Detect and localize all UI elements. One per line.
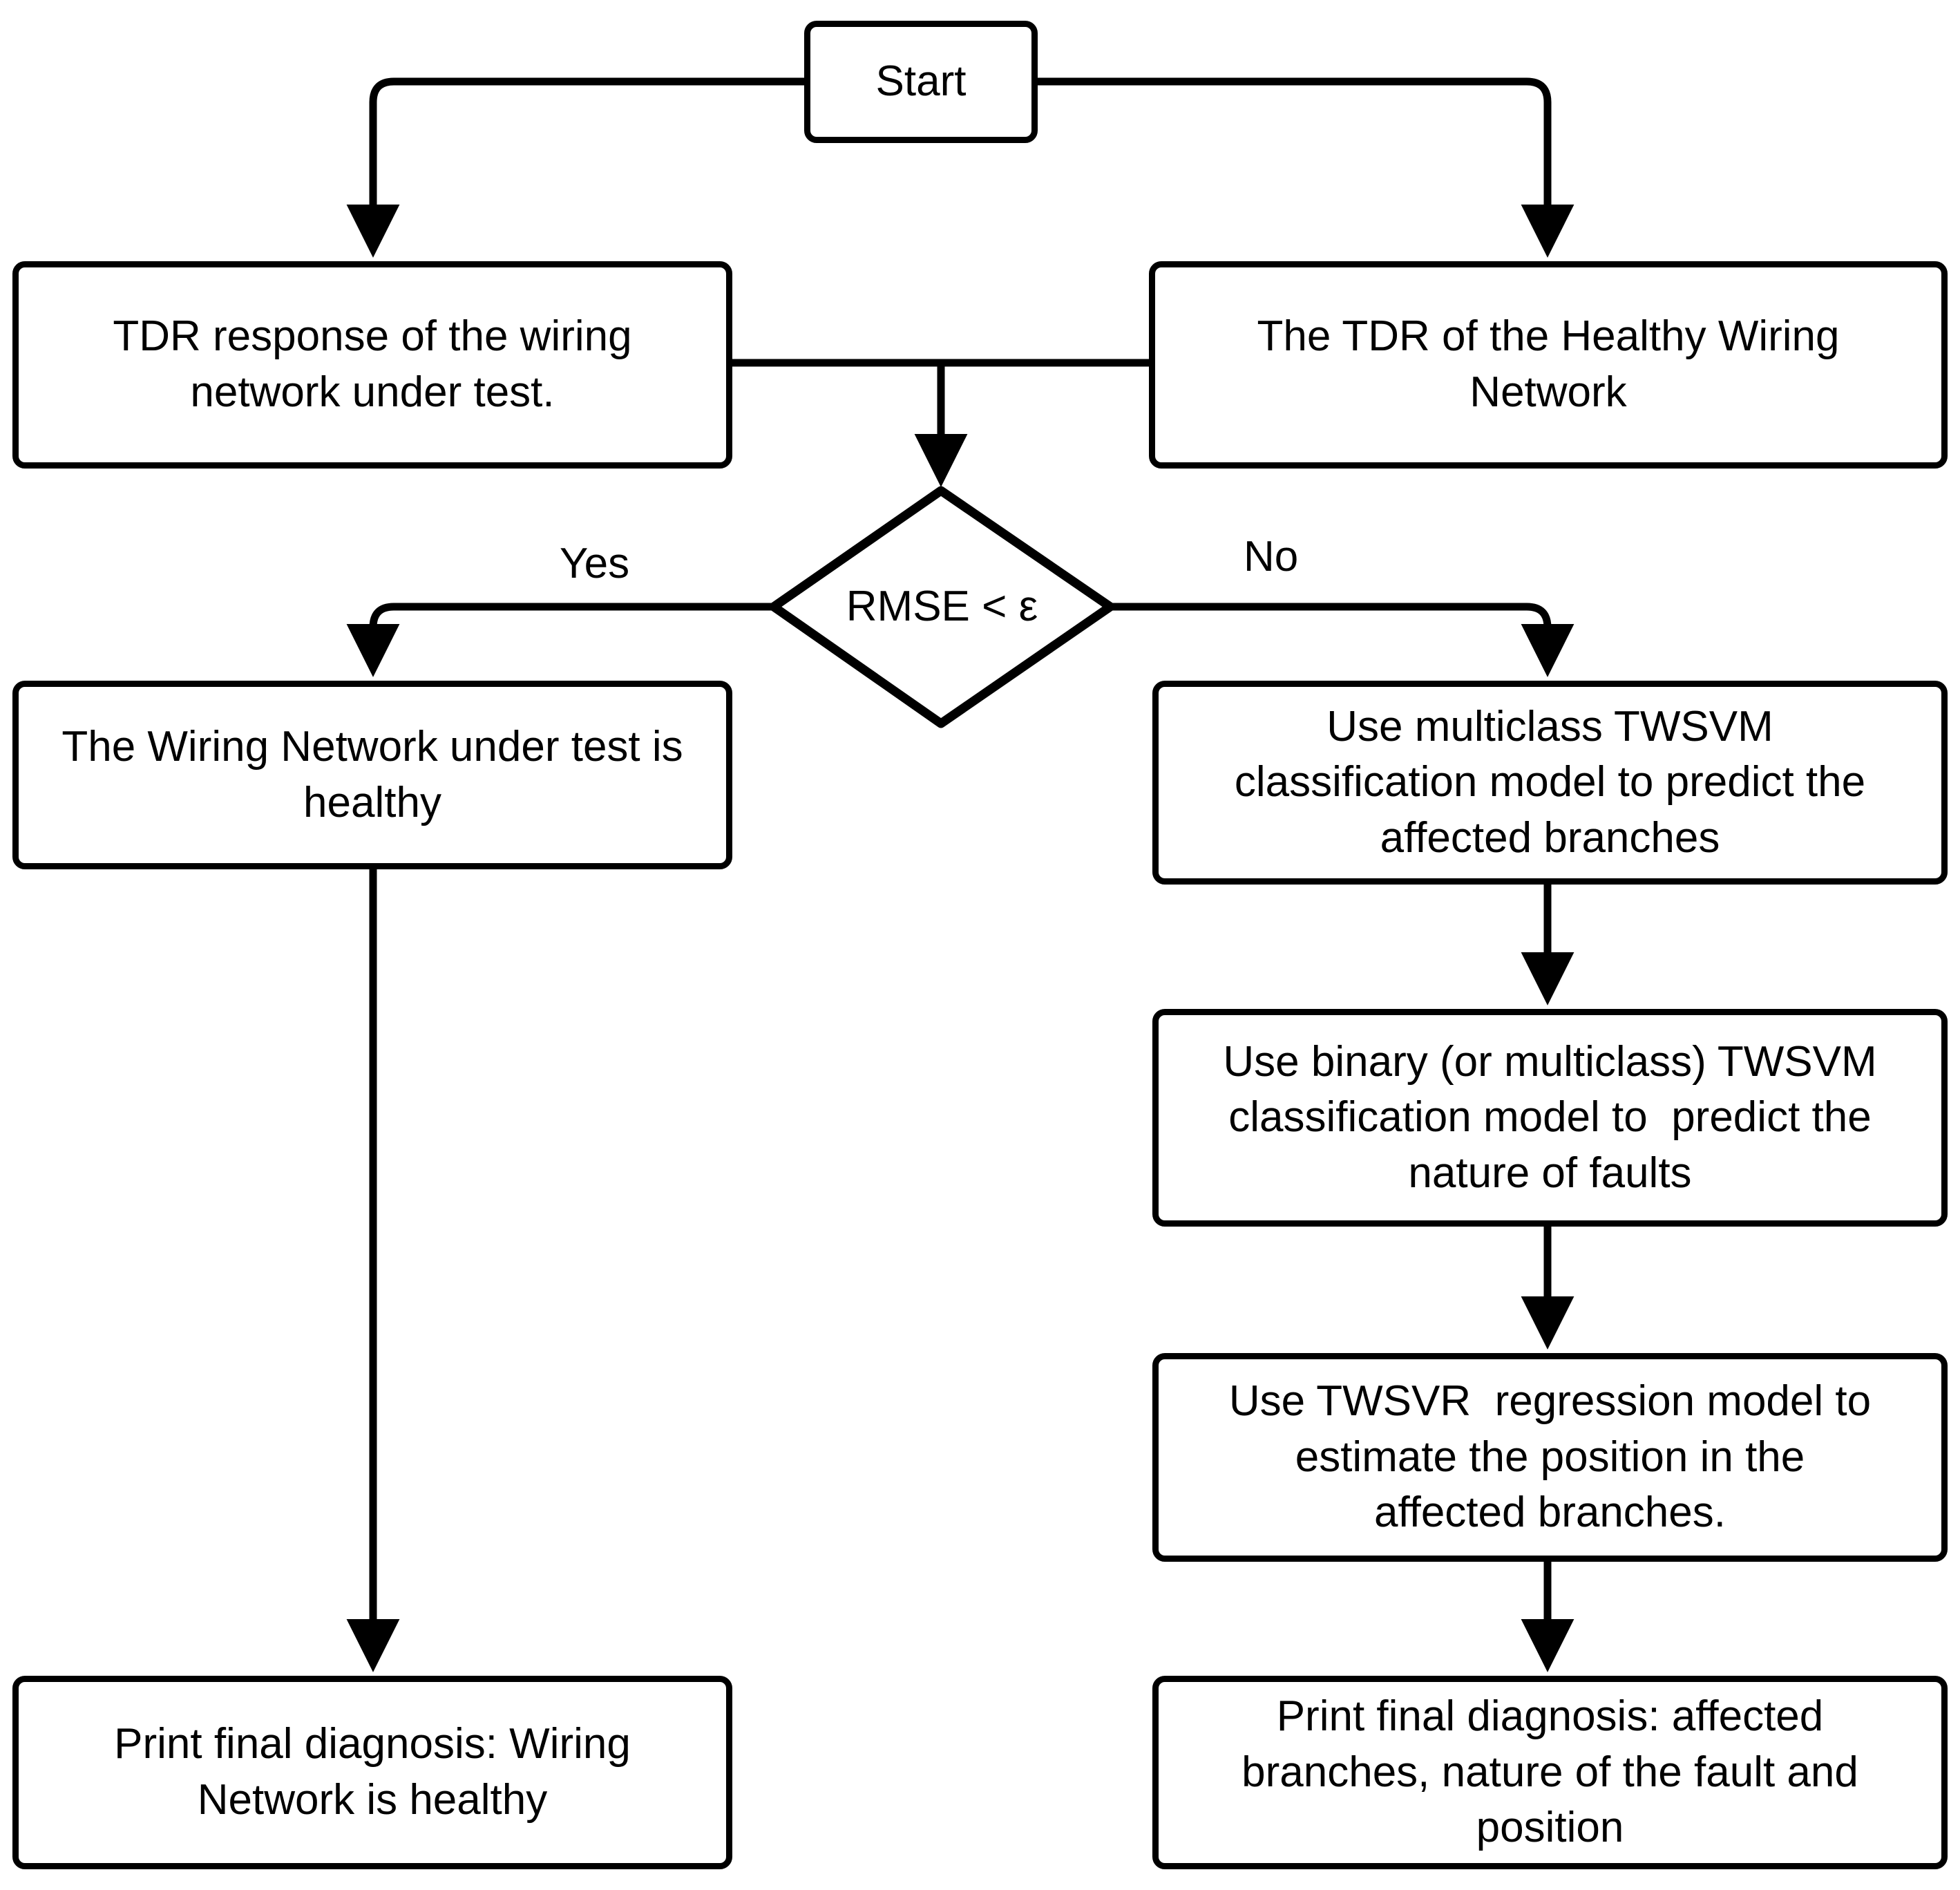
edge-label-yes: Yes: [560, 539, 629, 588]
node-print-fault[interactable]: Print final diagnosis: affected branches…: [1152, 1676, 1948, 1869]
node-print-healthy[interactable]: Print final diagnosis: Wiring Network is…: [12, 1676, 732, 1869]
node-start-label: Start: [875, 57, 967, 106]
node-start[interactable]: Start: [804, 21, 1038, 143]
node-print-healthy-label: Print final diagnosis: Wiring Network is…: [114, 1720, 631, 1824]
node-twsvr-regression[interactable]: Use TWSVR regression model to estimate t…: [1152, 1353, 1948, 1562]
node-decision-label: RMSE < ε: [846, 583, 1038, 630]
edge-start-to-tdr-under-test: [346, 77, 804, 258]
node-twsvr-regression-label: Use TWSVR regression model to estimate t…: [1228, 1377, 1872, 1537]
node-tdr-under-test[interactable]: TDR response of the wiring network under…: [12, 261, 732, 469]
node-binary-twsvm[interactable]: Use binary (or multiclass) TWSVM classif…: [1152, 1009, 1948, 1227]
edge-label-no-text: No: [1244, 533, 1299, 580]
node-healthy-result[interactable]: The Wiring Network under test is healthy: [12, 681, 732, 869]
node-decision[interactable]: RMSE < ε: [774, 580, 1110, 633]
node-tdr-under-test-label: TDR response of the wiring network under…: [113, 312, 632, 416]
node-healthy-result-label: The Wiring Network under test is healthy: [61, 722, 683, 826]
node-binary-twsvm-label: Use binary (or multiclass) TWSVM classif…: [1223, 1037, 1877, 1197]
node-multiclass-twsvm-label: Use multiclass TWSVM classification mode…: [1234, 702, 1866, 862]
edge-decision-no-to-multiclass: [1110, 603, 1574, 677]
edge-start-to-tdr-healthy: [1038, 77, 1574, 258]
edge-label-no: No: [1244, 532, 1298, 581]
edge-decision-yes-to-healthy-result: [346, 603, 774, 677]
node-multiclass-twsvm[interactable]: Use multiclass TWSVM classification mode…: [1152, 681, 1948, 885]
node-tdr-healthy[interactable]: The TDR of the Healthy Wiring Network: [1149, 261, 1948, 469]
edge-label-yes-text: Yes: [560, 540, 630, 587]
node-print-fault-label: Print final diagnosis: affected branches…: [1241, 1692, 1858, 1852]
decision-diamond-shape: [769, 486, 1115, 728]
node-tdr-healthy-label: The TDR of the Healthy Wiring Network: [1257, 312, 1840, 416]
